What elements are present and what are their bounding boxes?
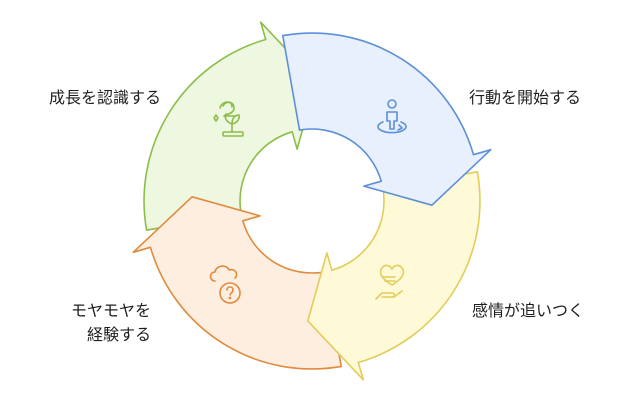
step-label-experience: モヤモヤを 経験する xyxy=(71,299,151,347)
cycle-arrow-experience xyxy=(132,196,342,370)
plant-growth-icon xyxy=(213,101,244,137)
step-label-growth: 成長を認識する xyxy=(48,88,161,107)
step-label-feel: 感情が追いつく xyxy=(472,301,585,320)
cycle-arrow-feel xyxy=(307,171,481,381)
step-label-start: 行動を開始する xyxy=(469,88,582,107)
cloud-question-icon xyxy=(209,265,241,304)
cycle-arrow-growth xyxy=(143,21,317,231)
step-label-experience-line1: モヤモヤを xyxy=(70,301,151,320)
heart-hand-icon xyxy=(375,264,405,300)
step-label-experience-line2: 経験する xyxy=(86,325,151,344)
person-target-icon xyxy=(377,99,407,134)
